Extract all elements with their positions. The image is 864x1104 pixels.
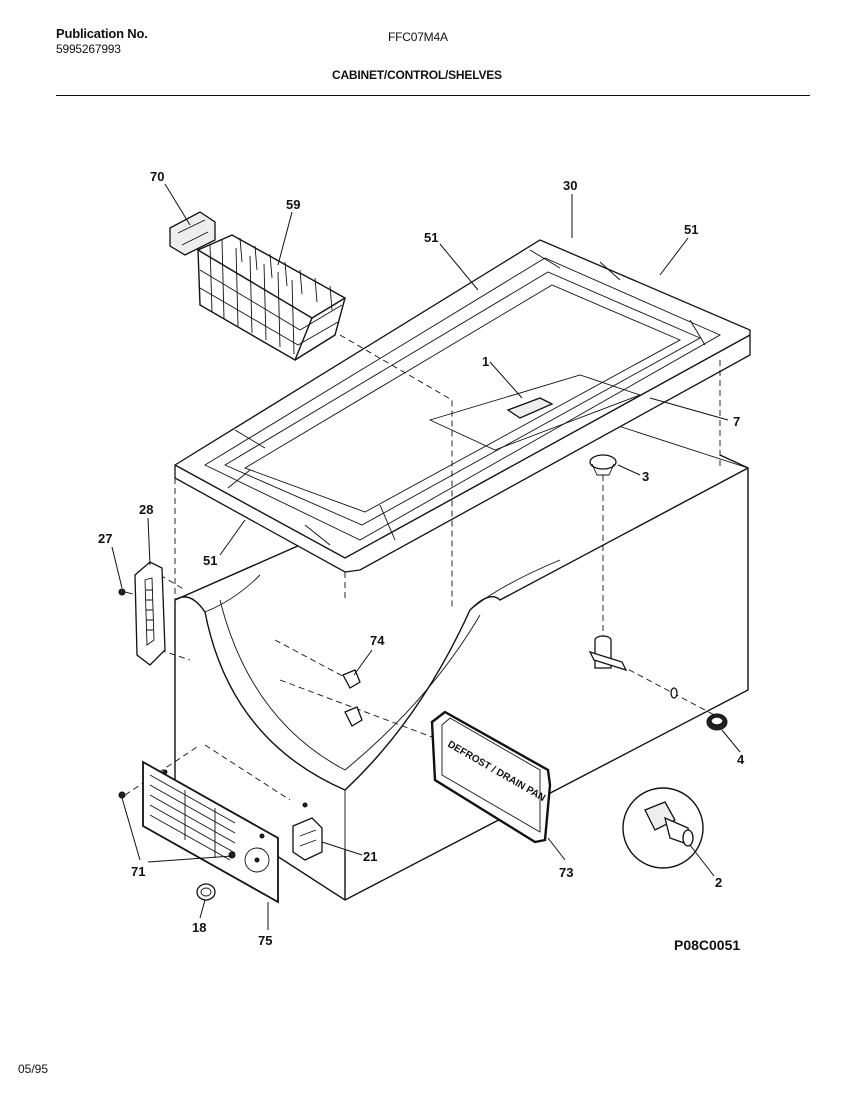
callout-2: 2 bbox=[715, 875, 722, 890]
callout-51-bottom: 51 bbox=[203, 553, 217, 568]
callout-71: 71 bbox=[131, 864, 145, 879]
callout-4: 4 bbox=[737, 752, 745, 767]
callout-70: 70 bbox=[150, 169, 164, 184]
hinge bbox=[134, 561, 166, 666]
publication-label: Publication No. bbox=[56, 26, 148, 41]
callout-21: 21 bbox=[363, 849, 377, 864]
assembly-lines bbox=[124, 334, 721, 801]
callout-51-top-left: 51 bbox=[424, 230, 438, 245]
callout-74: 74 bbox=[370, 633, 385, 648]
wire-basket bbox=[196, 234, 347, 362]
cabinet-body bbox=[174, 419, 749, 901]
callout-18: 18 bbox=[192, 920, 206, 935]
callout-75: 75 bbox=[258, 933, 272, 948]
shelf-clip-part bbox=[506, 397, 554, 419]
drain-cap bbox=[706, 713, 728, 731]
callout-7: 7 bbox=[733, 414, 740, 429]
leader-lines bbox=[111, 183, 741, 930]
publication-number: 5995267993 bbox=[56, 42, 121, 56]
callout-28: 28 bbox=[139, 502, 153, 517]
breaker-frame bbox=[174, 239, 751, 573]
header-rule bbox=[56, 95, 810, 96]
drain-pan-plate: DEFROST / DRAIN PAN bbox=[430, 710, 552, 844]
model-number: FFC07M4A bbox=[388, 30, 448, 44]
temperature-control bbox=[292, 802, 323, 861]
callout-73: 73 bbox=[559, 865, 573, 880]
kick-plate bbox=[142, 760, 279, 904]
callout-27: 27 bbox=[98, 531, 112, 546]
footer-date: 05/95 bbox=[18, 1062, 49, 1076]
callout-labels: 70 59 30 51 51 1 7 3 28 27 51 74 4 73 2 … bbox=[98, 169, 745, 948]
callout-59: 59 bbox=[286, 197, 300, 212]
drain-tube bbox=[588, 635, 678, 699]
callout-1: 1 bbox=[482, 354, 489, 369]
callout-30: 30 bbox=[563, 178, 577, 193]
drain-plug bbox=[589, 454, 617, 476]
section-title: CABINET/CONTROL/SHELVES bbox=[332, 68, 502, 82]
callout-3: 3 bbox=[642, 469, 649, 484]
grommet bbox=[196, 883, 216, 901]
drawing-code: P08C0051 bbox=[674, 937, 741, 953]
shelf-clips bbox=[342, 669, 363, 727]
callout-51-top-right: 51 bbox=[684, 222, 698, 237]
drain-fitting-detail bbox=[622, 787, 704, 869]
hinge-screw bbox=[118, 588, 134, 596]
basket-hanger bbox=[169, 211, 216, 256]
kick-plate-screws bbox=[118, 791, 236, 859]
